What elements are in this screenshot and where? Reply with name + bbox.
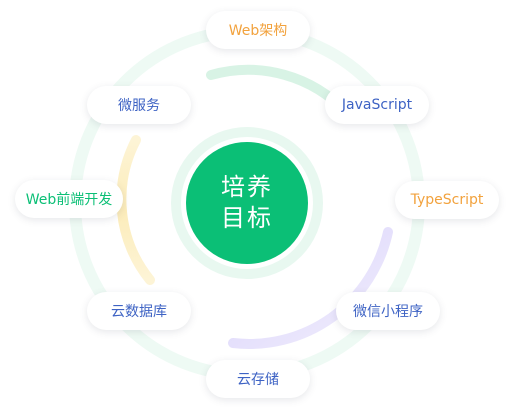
center-label-line2: 目标 bbox=[221, 204, 273, 232]
node-typescript: TypeScript bbox=[395, 181, 499, 219]
yellow-arc bbox=[116, 135, 155, 285]
center-label-line1: 培养 bbox=[221, 173, 273, 201]
node-cloud-store: 云存储 bbox=[206, 360, 310, 398]
node-microservice: 微服务 bbox=[87, 86, 191, 124]
node-web-arch: Web架构 bbox=[206, 11, 310, 49]
purple-arc bbox=[228, 227, 393, 349]
node-web-frontend: Web前端开发 bbox=[15, 180, 123, 218]
node-cloud-db: 云数据库 bbox=[87, 292, 191, 330]
node-javascript: JavaScript bbox=[325, 86, 429, 124]
center-goal: 培养 目标 bbox=[186, 142, 308, 264]
node-miniprogram: 微信小程序 bbox=[336, 292, 440, 330]
